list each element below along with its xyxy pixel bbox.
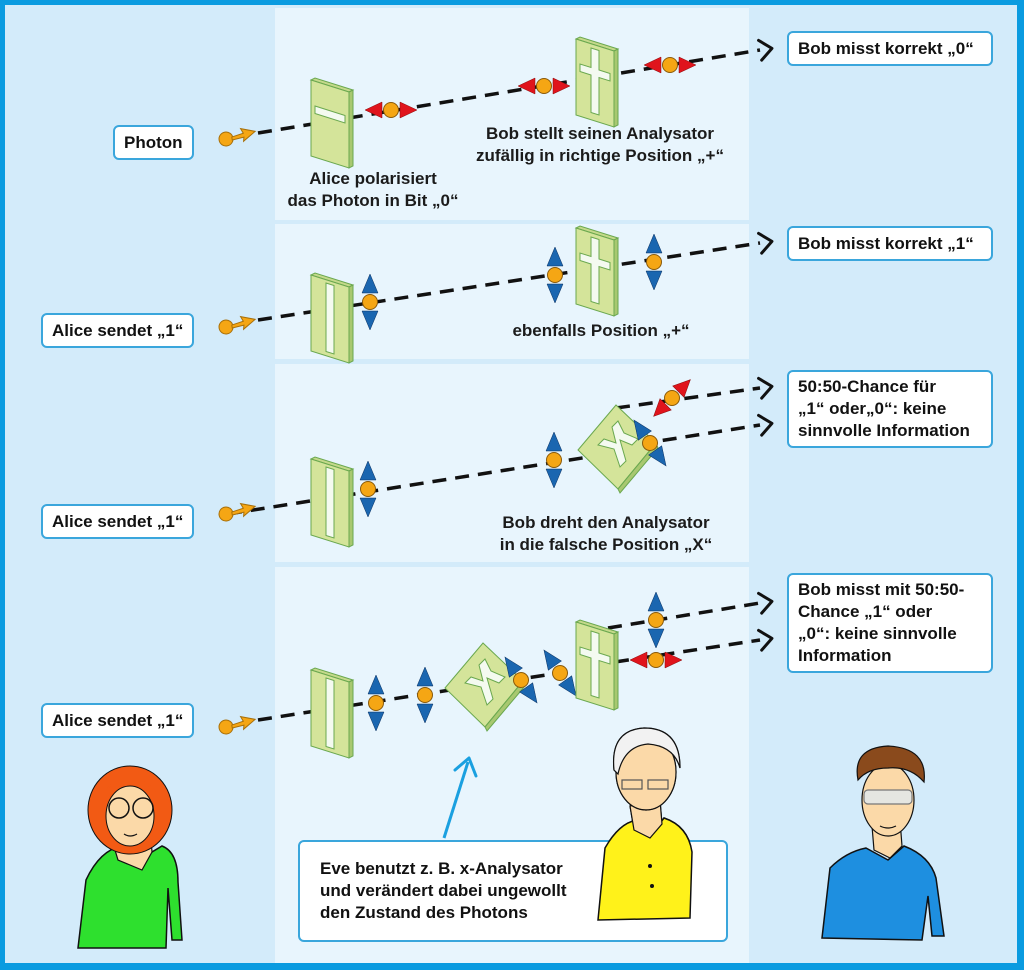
row3-bob-caption-line1: Bob dreht den Analysator: [502, 513, 710, 532]
row3-result-line1: 50:50-Chance für: [798, 377, 936, 396]
row3-alice-filter-vertical: [310, 456, 354, 548]
row3-beam: [227, 374, 776, 516]
row1-bob-caption-line2: zufällig in richtige Position „+“: [476, 146, 724, 165]
bob-character: [821, 745, 945, 941]
row4-start-label: Alice sendet „1“: [41, 703, 195, 738]
row2-beam: [257, 229, 776, 322]
row1-alice-caption-line2: das Photon in Bit „0“: [287, 191, 459, 210]
row4-result-line4: Information: [798, 646, 892, 665]
row4-bob-analyzer-plus: [575, 619, 619, 711]
row4-polarization-vertical: [367, 674, 385, 732]
eve-note-line3: den Zustand des Photons: [320, 903, 528, 922]
row4-polarization-diagonal: [504, 656, 538, 704]
row3-polarization-vertical: [359, 460, 377, 518]
eve-note-box: Eve benutzt z. B. x-Analysator und verän…: [298, 840, 728, 942]
eve-note-text: Eve benutzt z. B. x-Analysator und verän…: [320, 858, 567, 924]
row1-result-label: Bob misst korrekt „0“: [787, 31, 993, 66]
row3-polarization-vertical-2: [545, 431, 563, 489]
row1-photon-source-icon: [217, 125, 258, 148]
row2-polarization-vertical: [361, 273, 379, 331]
row1-alice-caption: Alice polarisiert das Photon in Bit „0“: [280, 168, 466, 212]
row4-result-line3: „0“: keine sinnvolle: [798, 624, 957, 643]
row4-eve-analyzer-x: [444, 642, 526, 732]
alice-character: [77, 765, 183, 949]
row3-result-line2: „1“ oder„0“: keine: [798, 399, 947, 418]
row1-alice-caption-line1: Alice polarisiert: [309, 169, 437, 188]
row4-alice-filter-vertical: [310, 667, 354, 759]
row2-bob-caption-line1: ebenfalls Position „+“: [512, 321, 690, 340]
eve-note-line2: und verändert dabei ungewollt: [320, 881, 567, 900]
row1-start-label: Photon: [113, 125, 194, 160]
row1-bob-caption-line1: Bob stellt seinen Analysator: [486, 124, 714, 143]
row2-bob-analyzer-plus: [575, 225, 619, 317]
row2-polarization-vertical-3: [645, 233, 663, 291]
row2-start-label: Alice sendet „1“: [41, 313, 195, 348]
row4-result-label: Bob misst mit 50:50- Chance „1“ oder „0“…: [787, 573, 993, 673]
row2-photon-source-icon: [217, 313, 258, 336]
row1-polarization-horizontal-3: [643, 56, 697, 74]
row3-photon-source-icon: [217, 500, 258, 523]
row1-bob-analyzer-plus: [575, 36, 619, 128]
panel-row2: [275, 224, 749, 359]
row3-result-label: 50:50-Chance für „1“ oder„0“: keine sinn…: [787, 370, 993, 448]
row4-polarization-diagonal-2: [543, 649, 577, 697]
row2-bob-caption: ebenfalls Position „+“: [486, 320, 716, 342]
row2-result-label: Bob misst korrekt „1“: [787, 226, 993, 261]
row2-polarization-vertical-2: [546, 246, 564, 304]
row3-result-line3: sinnvolle Information: [798, 421, 970, 440]
row1-bob-caption: Bob stellt seinen Analysator zufällig in…: [460, 123, 740, 167]
row4-result-line2: Chance „1“ oder: [798, 602, 933, 621]
row1-polarization-horizontal-2: [517, 77, 571, 95]
row2-alice-filter-vertical: [310, 272, 354, 364]
panel-row1: [275, 8, 749, 220]
row3-bob-caption-line2: in die falsche Position „X“: [499, 535, 713, 554]
row4-result-line1: Bob misst mit 50:50-: [798, 580, 965, 599]
eve-note-line1: Eve benutzt z. B. x-Analysator: [320, 859, 563, 878]
row4-polarization-vertical-2: [416, 666, 434, 724]
row3-bob-caption: Bob dreht den Analysator in die falsche …: [474, 512, 738, 556]
row1-alice-filter-horizontal: [310, 77, 354, 169]
row4-photon-source-icon: [217, 713, 258, 736]
row3-polarization-diagonal-blue: [633, 419, 667, 467]
row3-start-label: Alice sendet „1“: [41, 504, 195, 539]
eve-pointer-arrow: [442, 756, 478, 839]
row4-polarization-vertical-3: [647, 591, 665, 649]
